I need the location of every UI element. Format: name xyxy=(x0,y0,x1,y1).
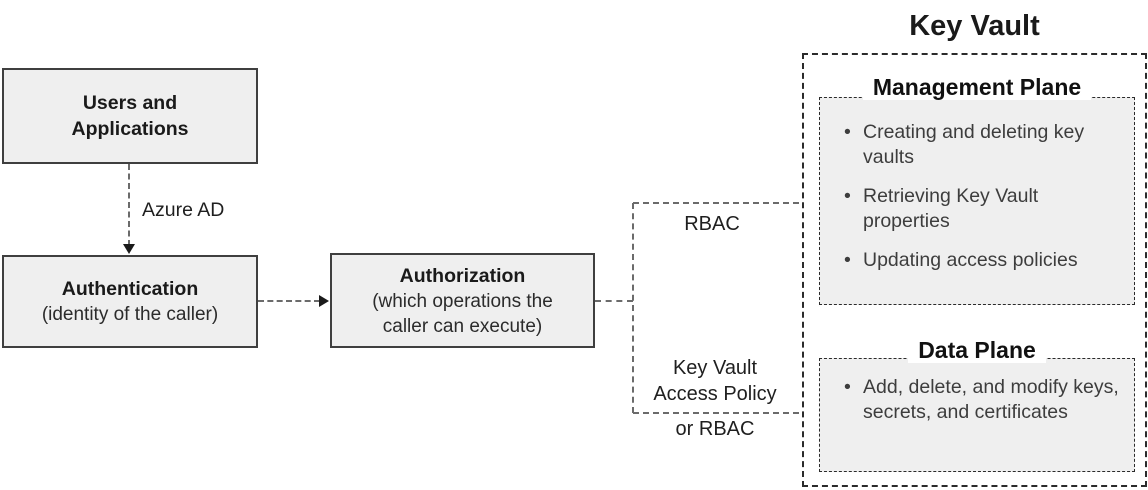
branch-vertical-connector xyxy=(632,203,634,413)
authorization-to-branch-connector xyxy=(595,300,633,302)
key-vault-access-policy-label: Key Vault Access Policy xyxy=(653,357,777,405)
azure-ad-label: Azure AD xyxy=(142,199,225,221)
rbac-label: RBAC xyxy=(684,213,740,235)
data-plane-list: Add, delete, and modify keys, secrets, a… xyxy=(820,359,1134,425)
rbac-to-management-plane-connector xyxy=(633,202,809,204)
authorization-title: Authorization xyxy=(399,264,526,287)
down-arrowhead-icon xyxy=(123,244,135,254)
bullet-item: Add, delete, and modify keys, secrets, a… xyxy=(842,375,1124,425)
management-plane-box: Creating and deleting key vaultsRetrievi… xyxy=(819,97,1135,305)
users-and-applications-label: Users and Applications xyxy=(71,92,189,140)
bullet-item: Retrieving Key Vault properties xyxy=(842,184,1124,234)
data-plane-box: Add, delete, and modify keys, secrets, a… xyxy=(819,358,1135,472)
authentication-title: Authentication xyxy=(61,278,199,300)
or-rbac-label: or RBAC xyxy=(675,418,755,440)
authentication-subtitle: (identity of the caller) xyxy=(41,304,219,325)
management-plane-list: Creating and deleting key vaultsRetrievi… xyxy=(820,98,1134,273)
right-arrowhead-icon xyxy=(319,295,329,307)
authorization-box: Authorization (which operations the call… xyxy=(330,253,595,348)
bullet-item: Creating and deleting key vaults xyxy=(842,120,1124,170)
access-policy-to-data-plane-connector xyxy=(633,412,809,414)
authentication-to-authorization-connector xyxy=(258,300,320,302)
authorization-subtitle: (which operations the caller can execute… xyxy=(372,290,553,337)
users-and-applications-box: Users and Applications xyxy=(2,68,258,164)
authentication-box: Authentication (identity of the caller) xyxy=(2,255,258,348)
bullet-item: Updating access policies xyxy=(842,248,1124,273)
key-vault-title: Key Vault xyxy=(909,10,1040,42)
users-to-authentication-connector xyxy=(128,164,130,246)
